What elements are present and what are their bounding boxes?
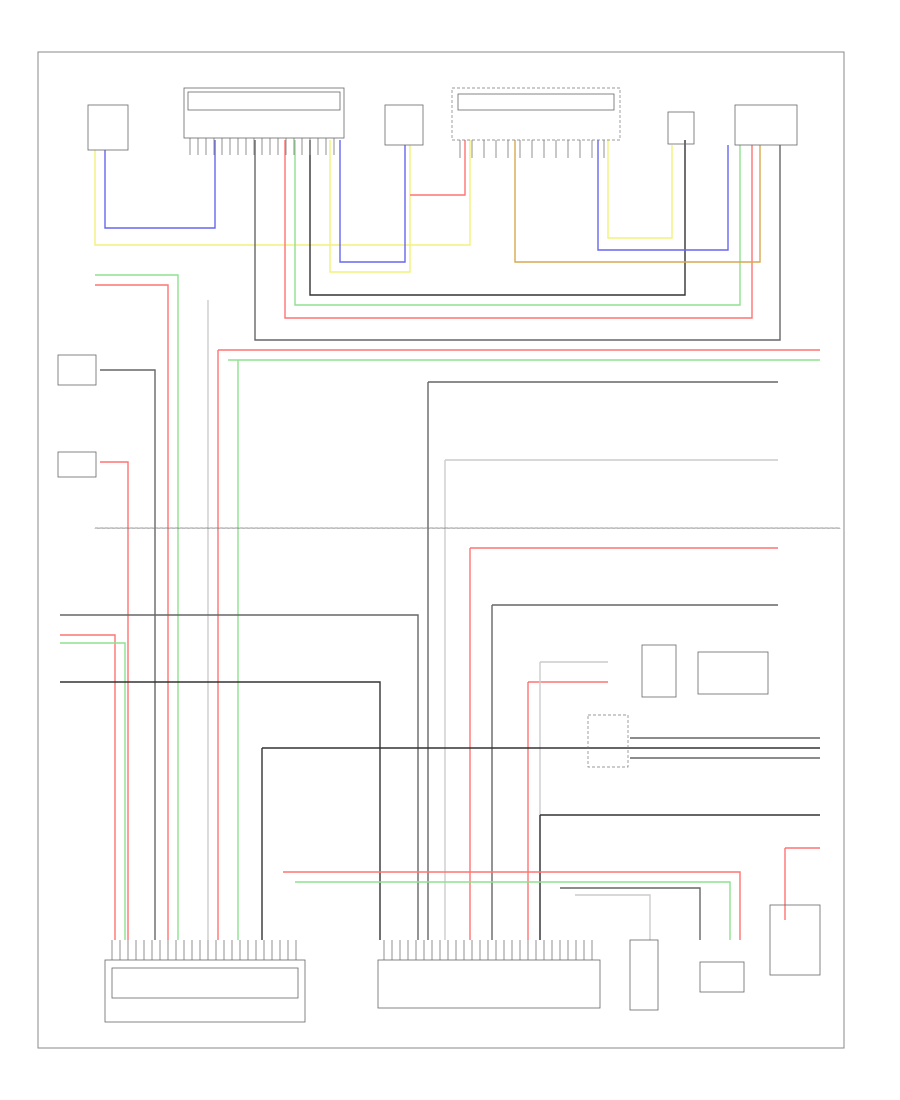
- top-connector-2-inner: [457, 93, 615, 111]
- wire-yellow-13: [607, 140, 673, 239]
- wire-green-31: [60, 642, 126, 940]
- wire-blue-12: [597, 140, 729, 251]
- wire-green-46: [295, 881, 731, 940]
- wire-yellow-9: [329, 140, 411, 273]
- wire-red-20: [100, 461, 129, 940]
- diagram-frame: [37, 51, 845, 1049]
- wire-black-32: [60, 681, 381, 940]
- wire-yellow-1: [94, 140, 471, 246]
- wire-green-2: [95, 274, 179, 940]
- bottom-left-connector-inner: [111, 967, 299, 999]
- wire-red-3: [95, 284, 169, 940]
- component-layer: [57, 87, 841, 1023]
- wire-red-45: [283, 871, 741, 940]
- right-mid-component-2: [697, 651, 769, 695]
- wire-layer: [60, 138, 820, 960]
- bottom-component-2: [699, 961, 745, 993]
- wire-orange-11: [514, 140, 761, 263]
- wire-blue-0: [104, 140, 216, 229]
- bottom-center-connector: [377, 959, 601, 1009]
- top-left-component-1: [87, 104, 129, 151]
- wire-gray-4: [254, 140, 781, 341]
- top-right-component: [734, 104, 798, 146]
- top-connector-1: [183, 87, 345, 139]
- left-sensor-2: [57, 451, 97, 478]
- wire-red-7: [284, 140, 753, 319]
- top-connector-1-inner: [187, 91, 341, 111]
- left-sensor-1: [57, 354, 97, 386]
- wire-light-47: [575, 894, 651, 940]
- top-component-2: [384, 104, 424, 146]
- wire-red-30: [60, 634, 116, 940]
- wire-gray-29: [60, 614, 419, 940]
- bottom-right-component: [769, 904, 821, 976]
- top-connector-2: [451, 87, 621, 141]
- wire-blue-8: [339, 140, 406, 263]
- wire-green-6: [294, 140, 741, 306]
- right-mid-component: [641, 644, 677, 698]
- bottom-left-connector: [104, 959, 306, 1023]
- wire-gray-19: [100, 369, 156, 940]
- wire-red-10: [410, 140, 466, 196]
- wire-black-5: [309, 140, 686, 296]
- top-component-3: [667, 111, 695, 145]
- bottom-component-1: [629, 939, 659, 1011]
- wire-gray-48: [560, 887, 701, 940]
- joint-connector: [587, 714, 629, 768]
